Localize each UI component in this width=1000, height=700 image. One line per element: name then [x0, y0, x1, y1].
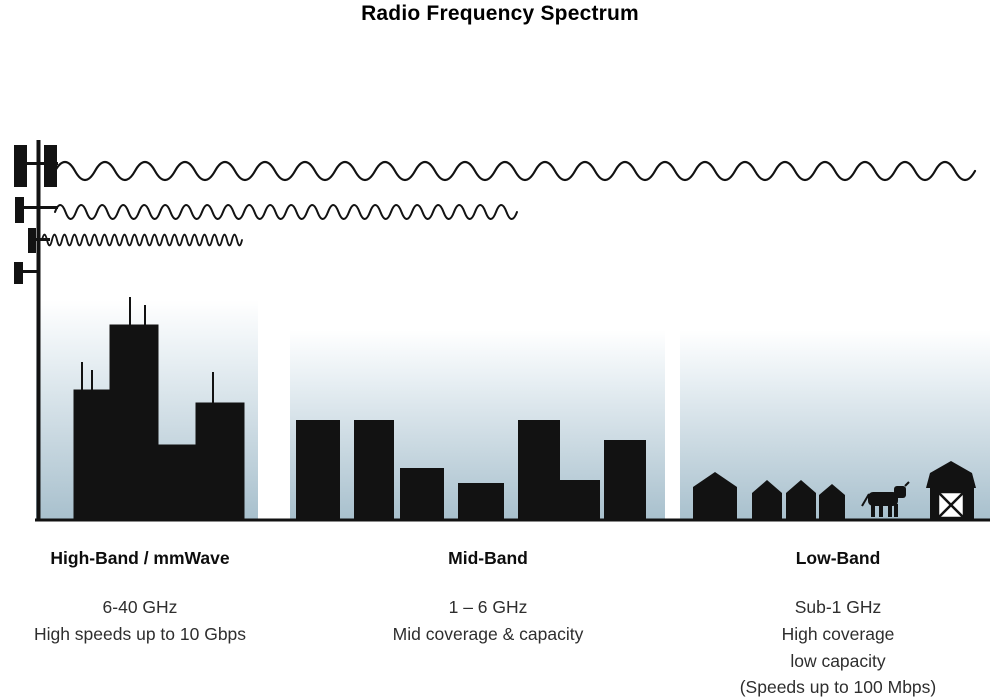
band-name-highband: High-Band / mmWave — [50, 548, 230, 568]
band-spec-speed: (Speeds up to 100 Mbps) — [739, 677, 937, 698]
wave-short-icon — [41, 233, 243, 247]
midband-skyline-icon — [296, 420, 646, 520]
band-name-lowband: Low-Band — [795, 548, 881, 568]
wave-medium-icon — [54, 204, 518, 220]
spectrum-illustration — [14, 140, 990, 522]
band-label-highband: High-Band / mmWave 6-40 GHz High speeds … — [20, 548, 260, 648]
cow-icon — [861, 481, 910, 517]
band-label-midband: Mid-Band 1 – 6 GHz Mid coverage & capaci… — [368, 548, 608, 648]
band-spec-frequency: 1 – 6 GHz — [448, 597, 528, 617]
band-spec-coverage: Mid coverage & capacity — [392, 623, 584, 644]
band-spec-speed: High speeds up to 10 Gbps — [33, 623, 247, 644]
band-spec-capacity: low capacity — [790, 650, 886, 671]
diagram-title: Radio Frequency Spectrum — [361, 2, 639, 25]
band-spec-frequency: 6-40 GHz — [102, 597, 178, 617]
barn-icon — [926, 461, 976, 520]
wave-long-icon — [53, 160, 977, 182]
band-spec-coverage: High coverage — [781, 623, 895, 644]
house-icon — [693, 472, 737, 520]
band-label-lowband: Low-Band Sub-1 GHz High coverage low cap… — [688, 548, 988, 700]
house-icon — [786, 480, 816, 520]
cell-tower-icon — [14, 140, 58, 520]
lowband-rural-icon — [693, 461, 976, 520]
band-name-midband: Mid-Band — [448, 548, 528, 568]
band-spec-frequency: Sub-1 GHz — [794, 597, 882, 617]
house-icon — [752, 480, 782, 520]
house-icon — [819, 484, 845, 520]
